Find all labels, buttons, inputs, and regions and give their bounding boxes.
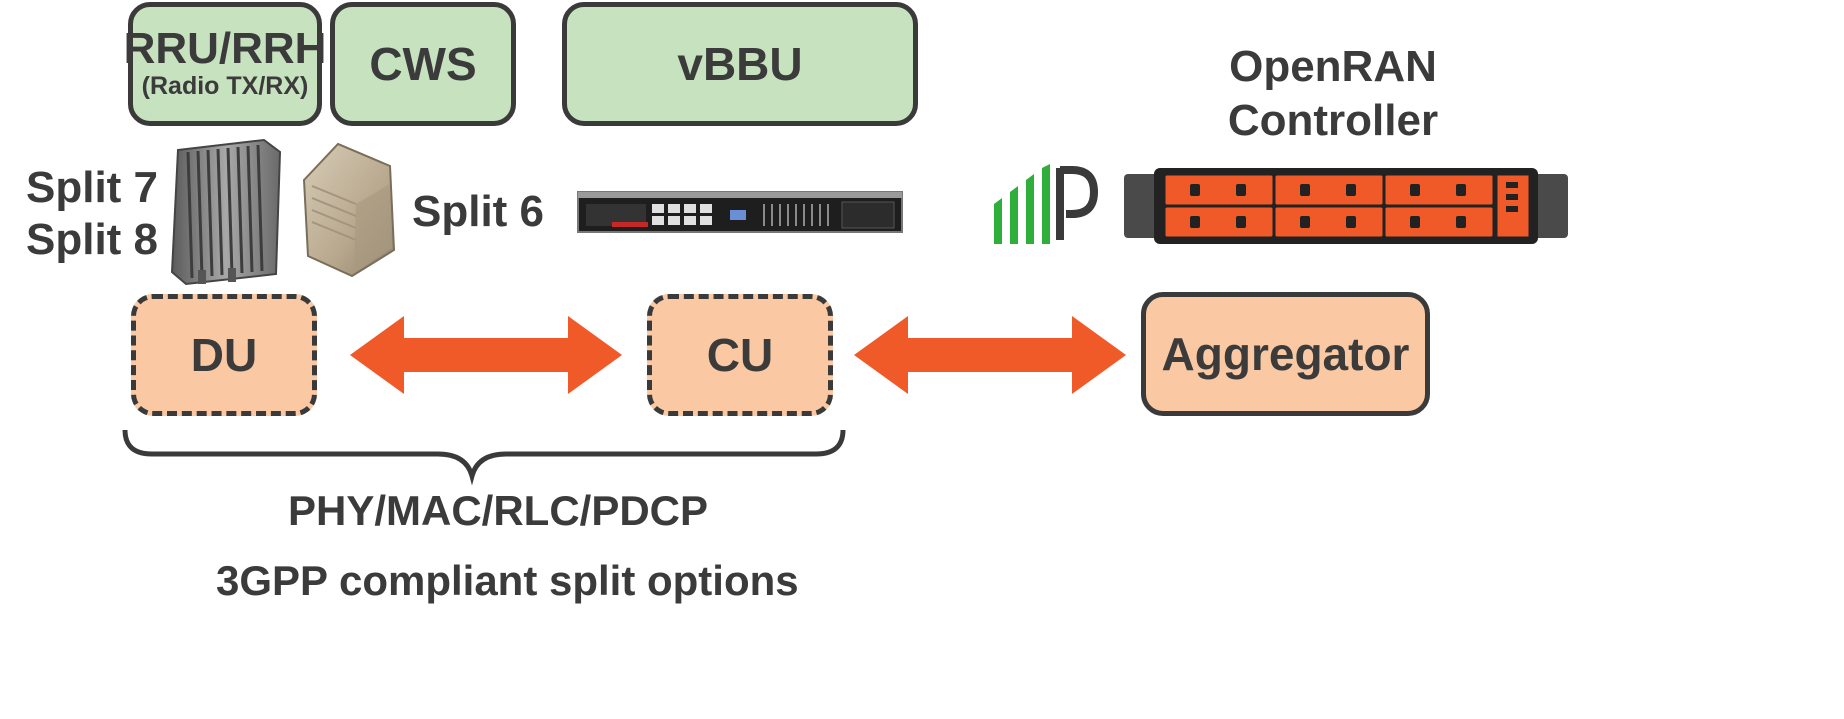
split-left-label: Split 7 Split 8 xyxy=(26,162,158,266)
storage-server-icon xyxy=(1124,168,1568,244)
cu-label: CU xyxy=(706,329,774,381)
cu-aggregator-double-arrow xyxy=(854,316,1126,394)
rru-subtitle: (Radio TX/RX) xyxy=(141,72,309,100)
aggregator-label: Aggregator xyxy=(1161,328,1410,380)
vbbu-box: vBBU xyxy=(562,2,918,126)
cws-title: CWS xyxy=(369,38,477,90)
rack-server-icon xyxy=(577,191,903,233)
rru-rrh-box: RRU/RRH (Radio TX/RX) xyxy=(124,2,326,126)
footer-label: 3GPP compliant split options xyxy=(216,557,799,604)
split-8-label: Split 8 xyxy=(26,214,159,264)
split-6-label: Split 6 xyxy=(412,187,545,236)
du-cu-double-arrow xyxy=(350,316,622,394)
parallel-logo-icon xyxy=(994,164,1099,244)
du-box: DU xyxy=(131,294,317,416)
brace-label: PHY/MAC/RLC/PDCP xyxy=(288,487,709,534)
cws-unit-icon xyxy=(302,142,396,278)
controller-label-line2: Controller xyxy=(1227,95,1439,145)
du-label: DU xyxy=(190,329,258,381)
controller-label-line1: OpenRAN xyxy=(1229,42,1437,91)
aggregator-box: Aggregator xyxy=(1141,292,1430,416)
cws-box: CWS xyxy=(330,2,516,126)
controller-label: OpenRAN Controller xyxy=(1220,40,1446,147)
cu-box: CU xyxy=(647,294,833,416)
radio-unit-icon xyxy=(170,138,282,286)
curly-brace xyxy=(122,429,846,486)
vbbu-title: vBBU xyxy=(677,38,803,90)
rru-title: RRU/RRH xyxy=(123,24,327,73)
split-7-label: Split 7 xyxy=(26,163,159,212)
